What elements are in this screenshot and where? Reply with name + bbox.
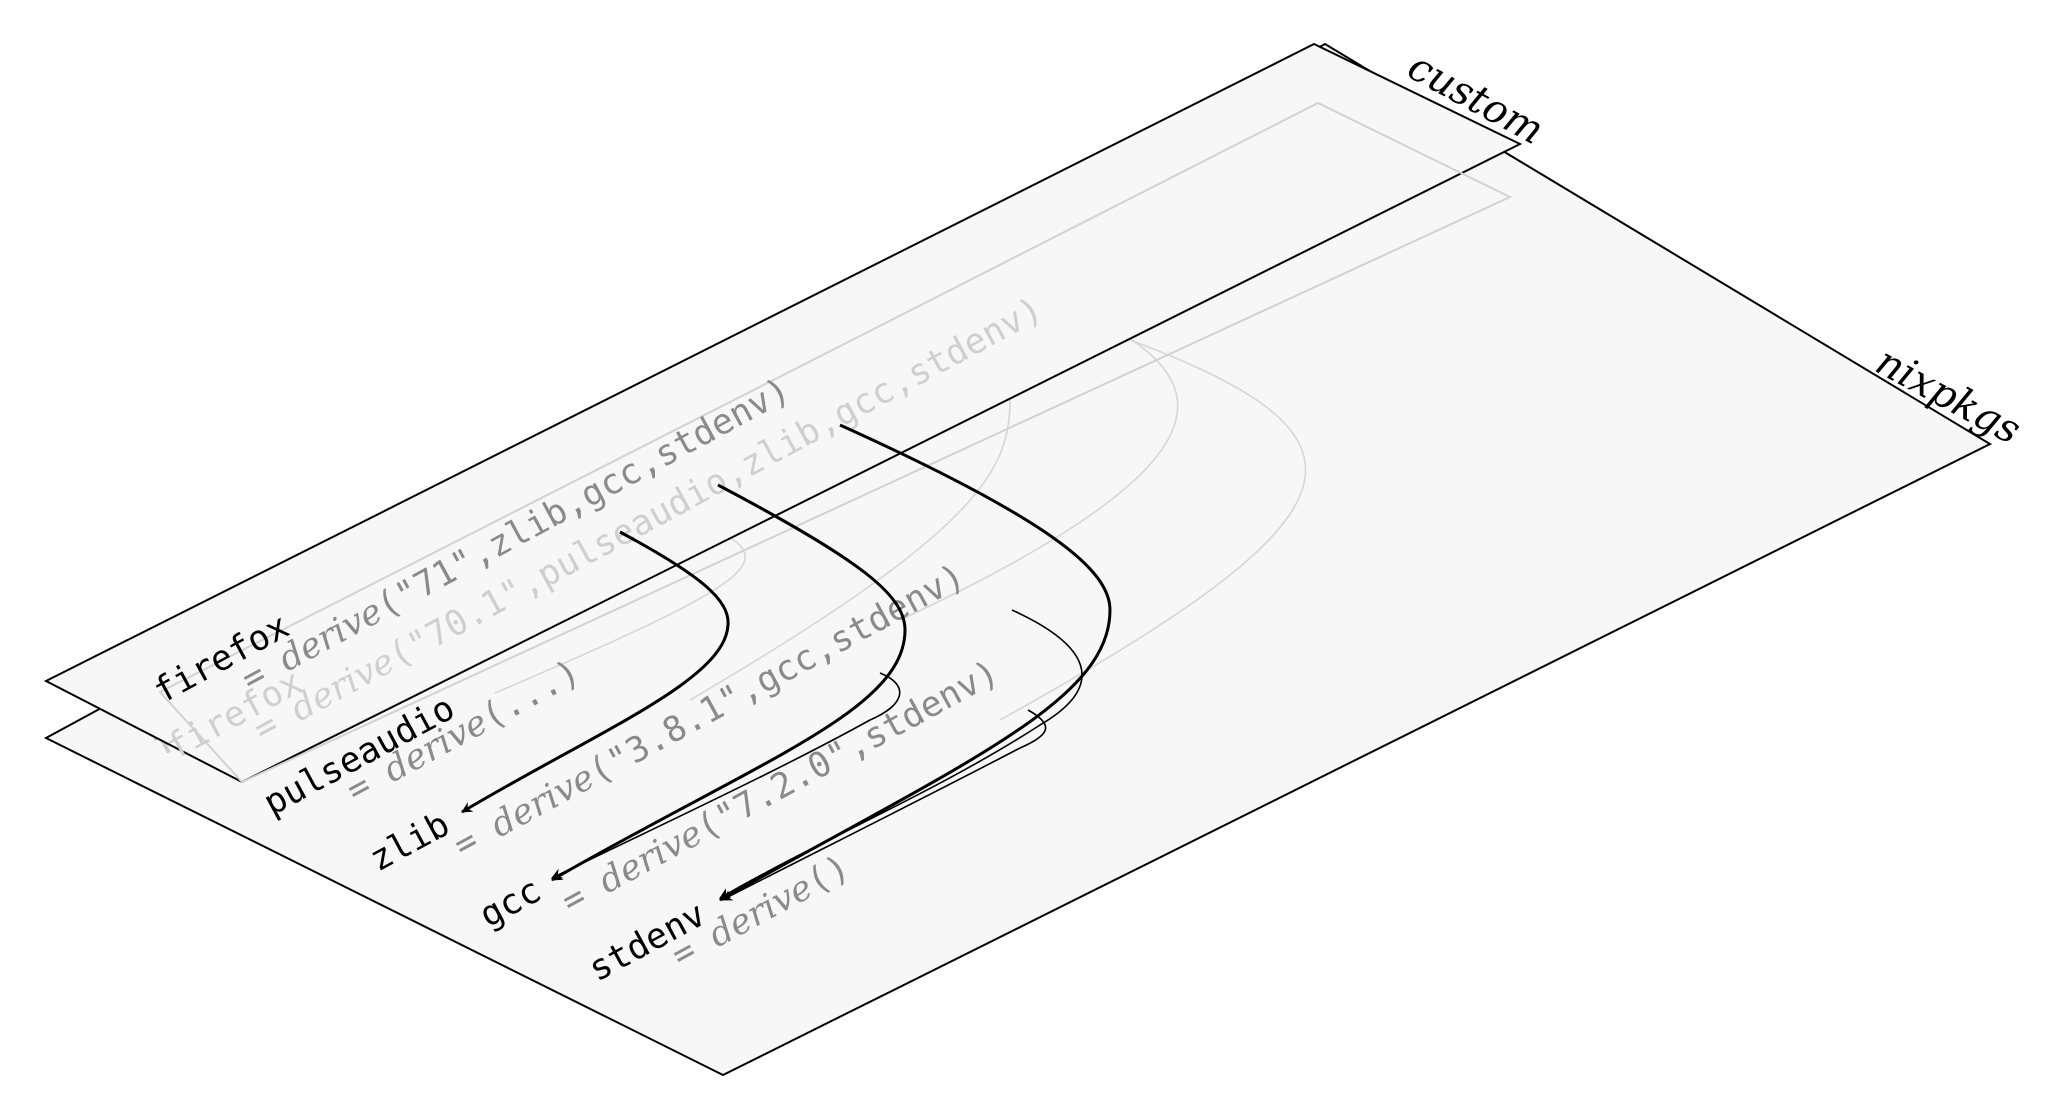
edge-custom-firefox-stdenv: [719, 423, 1112, 902]
custom-layer-plane: [43, 42, 1523, 784]
hidden-edge-firefox-stdenv: [999, 339, 1307, 721]
hidden-edge-firefox-pulseaudio: [494, 527, 746, 694]
edge-zlib-gcc: [551, 672, 901, 879]
edge-custom-firefox-zlib: [461, 530, 730, 814]
edge-custom-firefox-gcc: [551, 483, 907, 882]
edge-zlib-stdenv: [719, 609, 1083, 899]
edge-gcc-stdenv: [721, 709, 1047, 901]
nixpkgs-layer-ghost-outline: [158, 101, 1513, 784]
hidden-edge-firefox-gcc: [899, 339, 1179, 621]
